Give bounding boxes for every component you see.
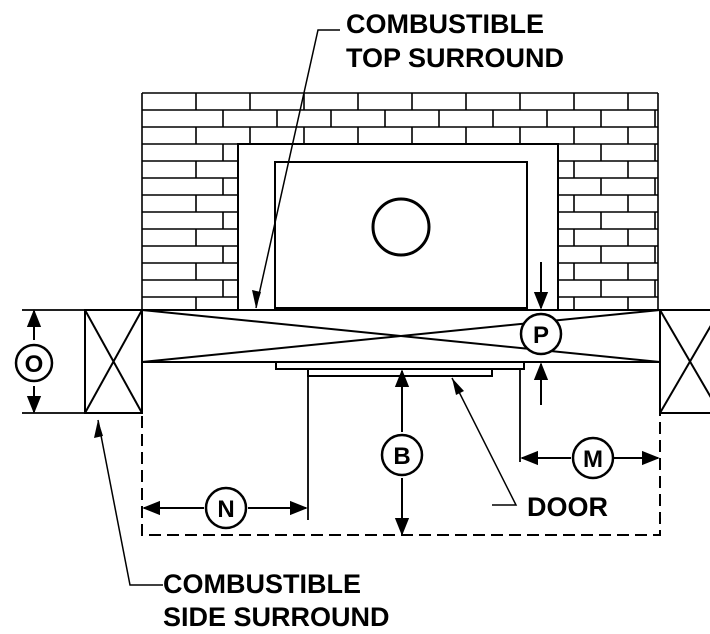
top-surround [141,309,661,363]
top-surround-label-line1: COMBUSTIBLE [346,9,544,39]
dimension-p-label: P [533,322,549,349]
dimension-b-label: B [393,443,410,470]
side-surround-label-line1: COMBUSTIBLE [163,569,361,599]
dimension-n-label: N [217,496,234,523]
flue-outlet [371,197,431,257]
side-surround-right [659,309,710,414]
side-surround-label-line2: SIDE SURROUND [163,602,390,632]
leader-lines [97,29,518,586]
dimension-m-label: M [583,446,603,473]
dimension-o-label: O [25,351,44,378]
side-surround-left [84,309,143,414]
top-surround-label-line2: TOP SURROUND [346,43,564,73]
fireplace-door [275,361,525,377]
door-label: DOOR [527,492,608,522]
